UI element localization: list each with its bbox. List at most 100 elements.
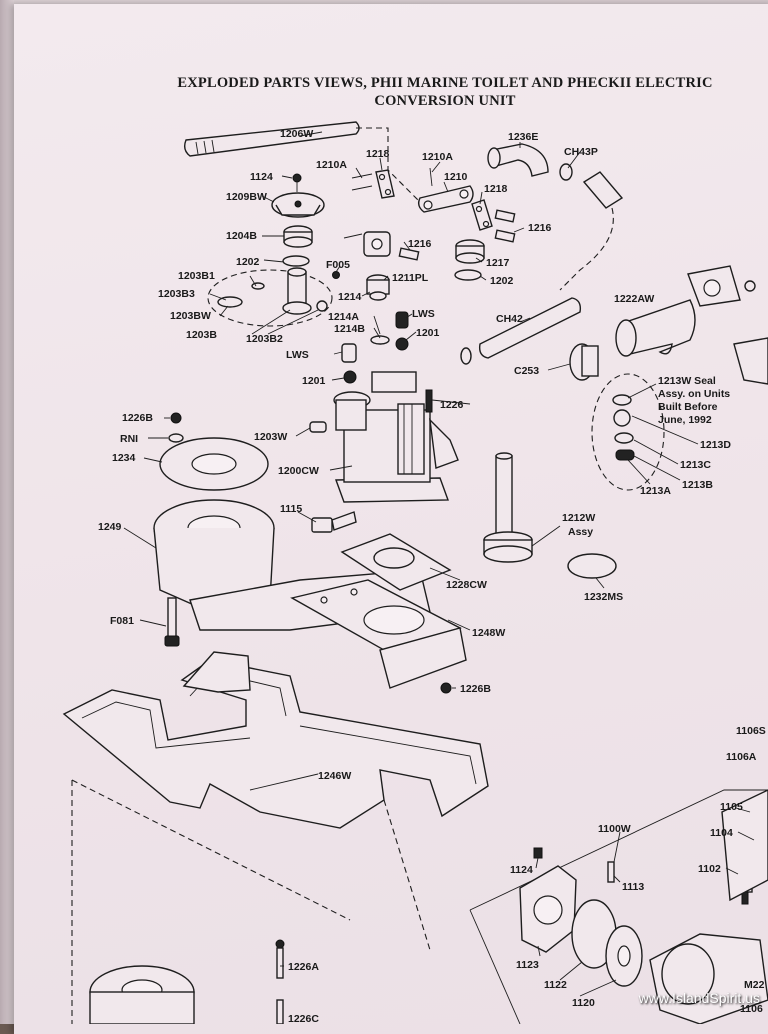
label-1203BW: 1203BW xyxy=(170,310,211,322)
part-1115-bolt xyxy=(311,511,357,533)
label-1201-b: 1201 xyxy=(302,375,326,387)
label-M22: M22 xyxy=(744,979,765,991)
part-1210A-pins xyxy=(343,167,433,239)
label-1204B: 1204B xyxy=(226,230,257,242)
part-1206W-handle xyxy=(183,121,360,157)
label-1226B-a: 1226B xyxy=(122,412,153,424)
label-1106: 1106 xyxy=(740,1003,763,1015)
label-1210: 1210 xyxy=(444,171,468,183)
label-1236E: 1236E xyxy=(508,131,538,143)
label-1216-a: 1216 xyxy=(528,222,552,234)
part-1202-oring-b xyxy=(454,269,482,281)
label-1213A: 1213A xyxy=(640,485,671,497)
label-1123: 1123 xyxy=(516,959,539,971)
part-1123-cover xyxy=(519,865,577,953)
label-1213C: 1213C xyxy=(680,459,711,471)
part-bottom-flange xyxy=(89,965,195,1024)
title-line-1: EXPLODED PARTS VIEWS, PHII MARINE TOILET… xyxy=(177,75,713,91)
label-1100W: 1100W xyxy=(598,823,631,835)
label-1232MS: 1232MS xyxy=(584,591,623,603)
leader-lines xyxy=(123,131,755,997)
label-1124-b: 1124 xyxy=(510,864,533,876)
label-C253: C253 xyxy=(514,365,539,377)
label-1124: 1124 xyxy=(250,171,273,183)
label-1210A-b: 1210A xyxy=(422,151,453,163)
label-1218-a: 1218 xyxy=(366,148,390,160)
binder-edge xyxy=(0,0,14,1024)
label-1203B2: 1203B2 xyxy=(246,333,283,345)
label-1106S: 1106S xyxy=(736,725,766,737)
label-CH43P: CH43P xyxy=(564,146,598,158)
part-1124-screw xyxy=(292,173,302,192)
part-pump-housing xyxy=(649,933,768,1024)
part-F005 xyxy=(332,271,340,279)
label-1248W: 1248W xyxy=(472,627,505,639)
part-C253-flange xyxy=(569,343,599,381)
label-1234: 1234 xyxy=(112,452,136,464)
label-1106A: 1106A xyxy=(726,751,757,763)
part-1209BW-knob xyxy=(271,192,325,218)
part-1218-link-b xyxy=(471,199,493,231)
part-hose-short xyxy=(582,171,624,209)
part-1236E-elbow xyxy=(487,143,549,177)
part-1204B-cap xyxy=(283,225,313,248)
label-1216-b: 1216 xyxy=(408,238,432,250)
dash-hose-route xyxy=(559,207,614,291)
part-hose-clamp xyxy=(460,347,472,365)
part-RNI-washer xyxy=(168,433,184,443)
label-1228CW: 1228CW xyxy=(446,579,487,591)
label-1212W: 1212W xyxy=(562,512,595,524)
label-1213W-line2: Assy. on Units xyxy=(658,388,730,400)
part-1216-pins xyxy=(398,209,516,261)
part-1226B-nut-b xyxy=(440,682,452,694)
part-1212W-shaft-assy xyxy=(483,452,533,563)
label-1105: 1105 xyxy=(720,801,743,813)
manual-page xyxy=(14,4,768,1034)
part-1232MS-oring xyxy=(567,553,617,579)
part-1214B xyxy=(370,335,390,345)
label-RNI: RNI xyxy=(120,433,138,445)
part-1203B-piston xyxy=(207,267,333,327)
part-motor-edge xyxy=(721,789,768,902)
part-1234-gasket xyxy=(159,437,269,491)
label-1203B: 1203B xyxy=(186,329,217,341)
part-1226C-screw xyxy=(276,999,284,1024)
label-F005: F005 xyxy=(326,259,350,271)
label-LWS-b: LWS xyxy=(286,349,309,361)
label-1115: 1115 xyxy=(280,503,302,515)
label-1102: 1102 xyxy=(698,863,721,875)
label-1226A: 1226A xyxy=(288,961,319,973)
label-1213W-line4: June, 1992 xyxy=(658,414,712,426)
part-1226-screw xyxy=(425,389,433,413)
part-1200CW-pump-body xyxy=(333,371,459,503)
label-1120: 1120 xyxy=(572,997,595,1009)
label-1209BW: 1209BW xyxy=(226,191,267,203)
label-1226B-b: 1226B xyxy=(460,683,491,695)
label-1203B3: 1203B3 xyxy=(158,288,195,300)
part-flange-right xyxy=(733,337,768,385)
label-1214: 1214 xyxy=(338,291,362,303)
dash-frame-mid xyxy=(383,799,431,951)
label-1206W: 1206W xyxy=(280,128,313,140)
part-1218-link-a xyxy=(375,169,395,199)
label-1210A-a: 1210A xyxy=(316,159,347,171)
part-1202-oring xyxy=(282,255,310,267)
part-nut-right xyxy=(744,280,756,292)
part-F081-screw xyxy=(164,597,180,647)
label-1201-a: 1201 xyxy=(416,327,440,339)
label-1122: 1122 xyxy=(544,979,567,991)
page-title: EXPLODED PARTS VIEWS, PHII MARINE TOILET… xyxy=(130,74,760,110)
label-1249: 1249 xyxy=(98,521,122,533)
label-1203W: 1203W xyxy=(254,431,287,443)
label-1104: 1104 xyxy=(710,827,733,839)
label-1113: 1113 xyxy=(622,881,644,893)
part-1226A-screw xyxy=(275,939,285,979)
label-1222AW: 1222AW xyxy=(614,293,654,305)
label-F081: F081 xyxy=(110,615,134,627)
part-1222AW-elbow xyxy=(615,265,741,357)
label-1213D: 1213D xyxy=(700,439,731,451)
dash-frame-diag xyxy=(71,779,351,921)
part-1203W xyxy=(309,421,327,433)
part-1217-cap xyxy=(455,239,485,264)
label-1200CW: 1200CW xyxy=(278,465,319,477)
